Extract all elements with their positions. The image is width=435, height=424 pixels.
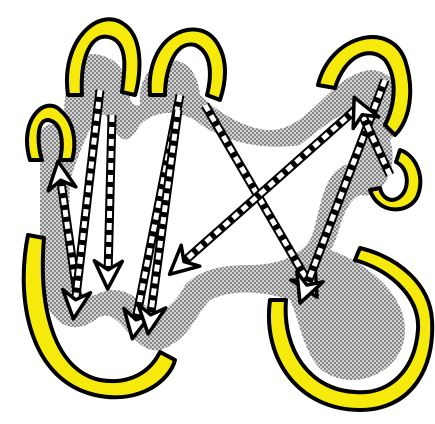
arrow-3 [108,115,112,275]
